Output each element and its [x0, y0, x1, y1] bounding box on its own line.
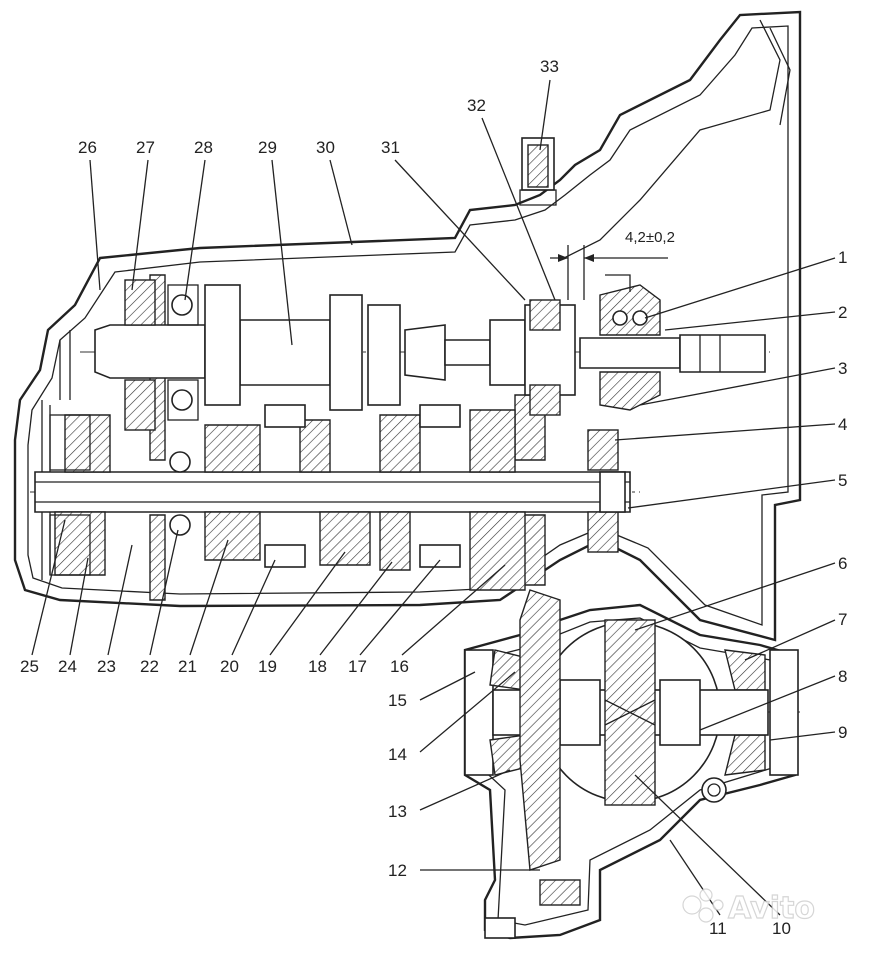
callout-24: 24 — [58, 657, 77, 676]
callout-19: 19 — [258, 657, 277, 676]
callout-4: 4 — [838, 415, 847, 434]
callout-21: 21 — [178, 657, 197, 676]
callout-labels: 26 27 28 29 30 31 32 33 1 2 3 4 5 6 7 8 … — [20, 57, 847, 938]
leader-lines — [31, 79, 836, 916]
callout-2: 2 — [838, 303, 847, 322]
callout-11: 11 — [709, 919, 727, 938]
callout-33: 33 — [540, 57, 559, 76]
callout-23: 23 — [97, 657, 116, 676]
callout-20: 20 — [220, 657, 239, 676]
callout-22: 22 — [140, 657, 159, 676]
watermark-text: Avito — [728, 891, 815, 926]
callout-12: 12 — [388, 861, 407, 880]
callout-6: 6 — [838, 554, 847, 573]
callout-25: 25 — [20, 657, 39, 676]
breather-plug — [519, 137, 557, 206]
dimension-annotation: 4,2±0,2 — [550, 229, 675, 300]
callout-15: 15 — [388, 691, 407, 710]
callout-3: 3 — [838, 359, 847, 378]
callout-26: 26 — [78, 138, 97, 157]
avito-logo-icon — [682, 888, 724, 923]
avito-watermark: Avito — [682, 888, 816, 927]
callout-10: 10 — [772, 919, 791, 938]
callout-14: 14 — [388, 745, 407, 764]
callout-1: 1 — [838, 248, 847, 267]
callout-31: 31 — [381, 138, 400, 157]
callout-7: 7 — [838, 610, 847, 629]
callout-9: 9 — [838, 723, 847, 742]
callout-16: 16 — [390, 657, 409, 676]
callout-28: 28 — [194, 138, 213, 157]
callout-30: 30 — [316, 138, 335, 157]
callout-8: 8 — [838, 667, 847, 686]
input-shaft-assembly — [80, 274, 770, 431]
differential-assembly — [463, 589, 800, 940]
callout-32: 32 — [467, 96, 486, 115]
dimension-label: 4,2±0,2 — [625, 229, 675, 246]
callout-5: 5 — [838, 471, 847, 490]
callout-17: 17 — [348, 657, 367, 676]
callout-29: 29 — [258, 138, 277, 157]
callout-18: 18 — [308, 657, 327, 676]
callout-27: 27 — [136, 138, 155, 157]
output-shaft-assembly — [30, 404, 640, 591]
callout-13: 13 — [388, 802, 407, 821]
